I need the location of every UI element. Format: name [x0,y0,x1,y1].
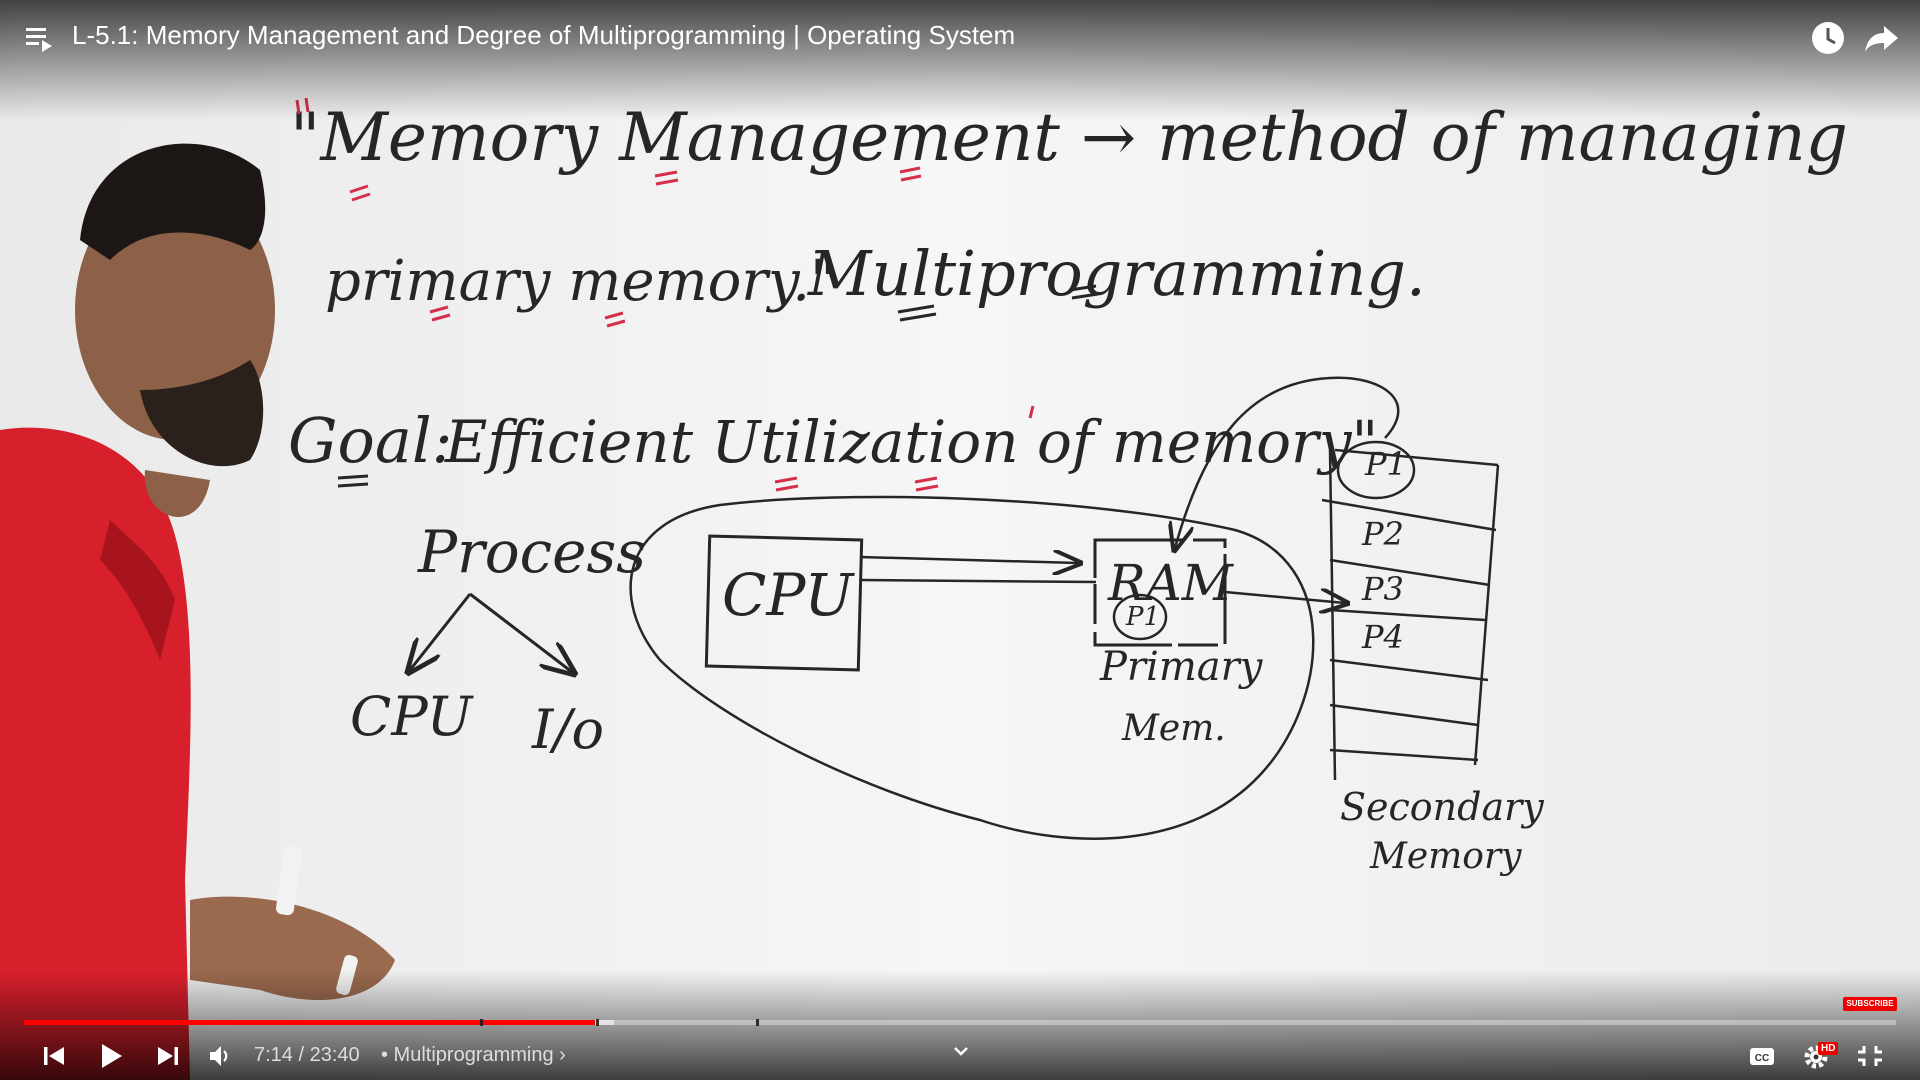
chapter-divider [596,1019,599,1026]
progress-played [24,1020,595,1025]
chapter-label: • Multiprogramming [381,1044,554,1066]
board-branch-io: I/o [531,698,604,761]
board-slot-3: P3 [1361,570,1404,608]
skip-previous-icon[interactable] [34,1036,74,1076]
play-icon[interactable] [90,1036,130,1076]
board-slot-1: P1 [1364,445,1407,483]
chapter-button[interactable]: • Multiprogramming › [381,1040,566,1070]
chapter-chevron-icon: › [559,1044,566,1066]
player-controls: 7:14 / 23:40 • Multiprogramming › CC [0,1030,1920,1080]
chapter-divider [480,1019,483,1026]
cpu-box [704,534,864,672]
video-title[interactable]: L-5.1: Memory Management and Degree of M… [72,20,1016,50]
time-display: 7:14 / 23:40 [254,1044,360,1066]
chapter-divider [756,1019,759,1026]
bottom-gradient-overlay [0,970,1920,1080]
volume-icon[interactable] [200,1036,240,1076]
presenter [0,143,395,1080]
cc-icon[interactable]: CC [1742,1036,1782,1076]
board-multiprogramming: Multiprogramming. [807,237,1426,310]
board-cpu-box-label: CPU [722,561,855,629]
share-arrow-icon[interactable] [1862,18,1902,58]
board-ram-process: P1 [1125,602,1160,632]
title-bar: L-5.1: Memory Management and Degree of M… [0,0,1920,70]
chevron-down-icon[interactable] [950,1040,972,1062]
skip-next-icon[interactable] [148,1036,188,1076]
swap-in-arrow [1175,376,1400,548]
clock-icon[interactable] [1808,18,1848,58]
top-gradient-overlay [0,0,1920,120]
board-secondary-mem-1: Secondary [1340,785,1544,829]
ram-p1-circle [1112,593,1168,641]
board-secondary-mem-2: Memory [1369,836,1522,877]
subscribe-watermark[interactable]: SUBSCRIBE [1843,997,1897,1011]
exit-fullscreen-icon[interactable] [1850,1036,1890,1076]
svg-text:CC: CC [1755,1053,1769,1064]
ink-underlines [337,284,1099,488]
hd-badge: HD [1818,1042,1839,1055]
board-primary-memory: primary memory." [325,249,836,314]
board-primary-mem-1: Primary [1099,644,1264,690]
board-branch-cpu: CPU [350,685,474,748]
board-goal-text: Efficient Utilization of memory" [444,408,1378,476]
board-slot-4: P4 [1361,618,1404,656]
board-process-label: Process [417,518,646,586]
progress-track [24,1020,1896,1025]
board-ram-label: RAM [1107,554,1235,612]
board-goal-label: Goal: [288,404,453,477]
board-slot-2: P2 [1361,515,1404,553]
board-primary-mem-2: Mem. [1121,708,1226,749]
secondary-memory-stack [1321,440,1500,781]
progress-bar[interactable] [24,1019,1896,1026]
memory-boundary-blob [629,495,1315,840]
playlist-icon[interactable] [22,20,56,54]
process-tree [410,592,572,672]
cpu-ram-arrows [859,557,1345,603]
